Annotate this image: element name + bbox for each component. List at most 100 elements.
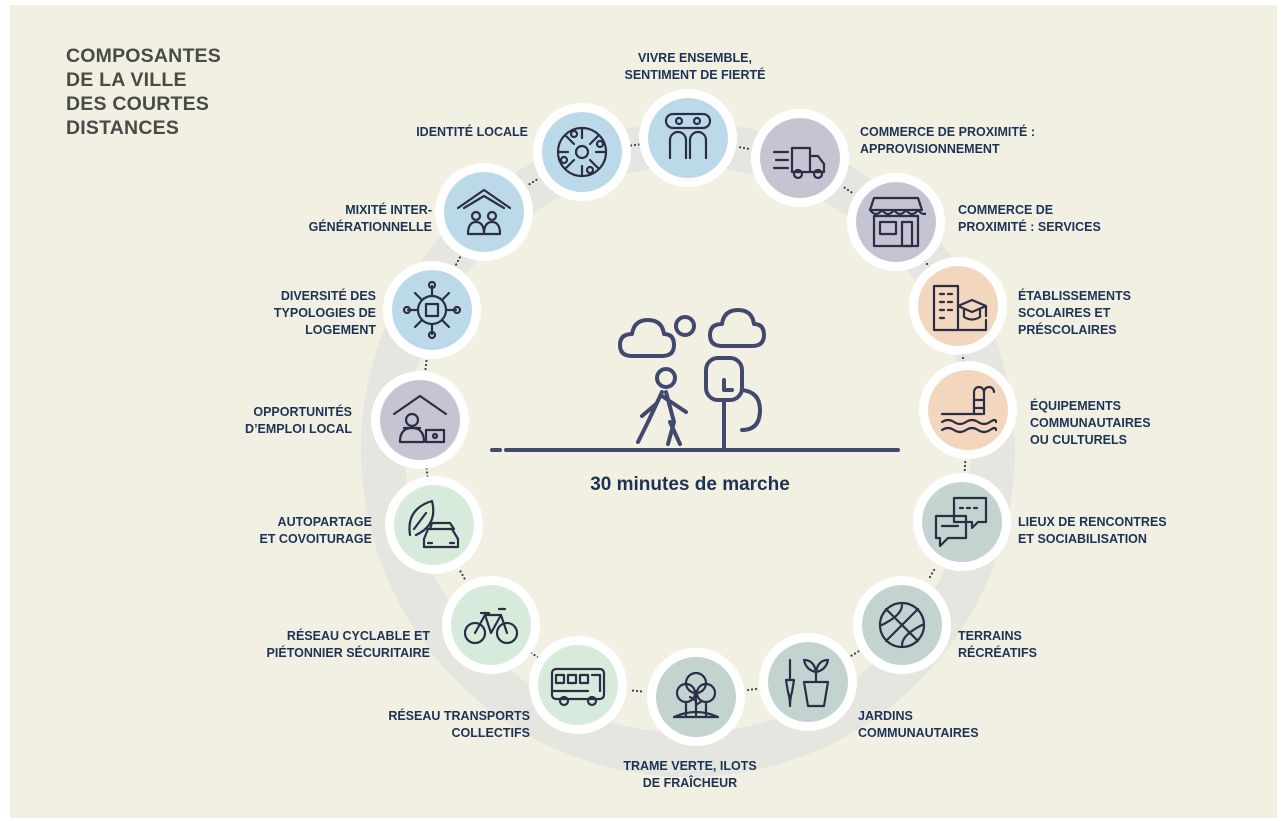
node-fill bbox=[451, 585, 531, 665]
trees-icon bbox=[672, 671, 720, 719]
label-commerce_appro: COMMERCE DE PROXIMITÉ : APPROVISIONNEMENT bbox=[860, 124, 1035, 158]
connector-dot bbox=[857, 650, 860, 653]
node-identite bbox=[533, 103, 631, 201]
connector-dot bbox=[746, 147, 750, 150]
delivery-truck-icon bbox=[772, 146, 826, 180]
node-transports bbox=[529, 636, 627, 734]
connector-dot bbox=[843, 186, 846, 189]
connector-dot bbox=[458, 256, 461, 259]
node-emploi bbox=[371, 371, 469, 469]
connector-dot bbox=[535, 178, 538, 182]
connector-dot bbox=[631, 689, 635, 692]
connector-dot bbox=[961, 356, 965, 360]
connector-dot bbox=[463, 577, 466, 580]
label-line: COMMERCE DE bbox=[958, 203, 1054, 217]
node-fill bbox=[394, 485, 474, 565]
node-fill bbox=[380, 380, 460, 460]
connector-dot bbox=[746, 688, 750, 692]
label-terrains: TERRAINS RÉCRÉATIFS bbox=[958, 628, 1037, 662]
node-jardins bbox=[759, 633, 857, 731]
node-autopartage bbox=[385, 476, 483, 574]
label-identite: IDENTITÉ LOCALE bbox=[340, 124, 528, 141]
node-diversite bbox=[383, 261, 481, 359]
basketball-icon bbox=[878, 601, 926, 649]
label-line: TYPOLOGIES DE bbox=[273, 306, 376, 320]
cloud-icon bbox=[708, 308, 766, 348]
leaf-car-icon bbox=[408, 499, 460, 549]
label-line: DIVERSITÉ DES bbox=[280, 289, 376, 303]
school-building-icon bbox=[932, 284, 988, 332]
housing-network-icon bbox=[402, 280, 462, 340]
label-line: ÉQUIPEMENTS bbox=[1030, 399, 1121, 413]
label-line: RÉCRÉATIFS bbox=[958, 646, 1037, 660]
node-fill bbox=[392, 270, 472, 350]
label-cyclable: RÉSEAU CYCLABLE ET PIÉTONNIER SÉCURITAIRE bbox=[230, 628, 430, 662]
title-line: COMPOSANTES bbox=[66, 45, 221, 67]
label-line: ET SOCIABILISATION bbox=[1018, 532, 1147, 546]
label-line: LIEUX DE RENCONTRES bbox=[1018, 515, 1167, 529]
connector-dot bbox=[639, 690, 643, 693]
label-mixite: MIXITÉ INTER-GÉNÉRATIONNELLE bbox=[220, 202, 432, 236]
label-line: AUTOPARTAGE bbox=[277, 515, 372, 529]
bicycle-icon bbox=[463, 607, 519, 645]
connector-dot bbox=[964, 460, 967, 464]
label-line: LOGEMENT bbox=[305, 323, 376, 337]
node-terrains bbox=[853, 576, 951, 674]
connector-dot bbox=[461, 573, 464, 577]
label-line: TRAME VERTE, ILOTS bbox=[623, 759, 757, 773]
connector-dot bbox=[850, 654, 853, 657]
label-line: SENTIMENT DE FIERTÉ bbox=[624, 68, 766, 82]
label-lieux: LIEUX DE RENCONTRES ET SOCIABILISATION bbox=[1018, 514, 1167, 548]
node-fill bbox=[928, 370, 1008, 450]
walking-figures-illustration bbox=[490, 308, 900, 452]
connector-dot bbox=[424, 367, 427, 371]
label-line: IDENTITÉ LOCALE bbox=[416, 125, 528, 139]
connector-dot bbox=[528, 182, 531, 186]
label-line: COMMERCE DE PROXIMITÉ : bbox=[860, 125, 1036, 139]
people-together-icon bbox=[664, 112, 712, 160]
node-cyclable bbox=[442, 576, 540, 674]
label-line: APPROVISIONNEMENT bbox=[860, 142, 1000, 156]
label-line: D’EMPLOI LOCAL bbox=[245, 422, 352, 436]
label-line: DE FRAÎCHEUR bbox=[642, 776, 738, 790]
node-fill bbox=[760, 118, 840, 198]
home-office-icon bbox=[392, 394, 448, 444]
connector-dot bbox=[963, 468, 966, 472]
label-line: COMMUNAUTAIRES bbox=[1030, 416, 1151, 430]
node-vivre bbox=[639, 89, 737, 187]
title-line: DE LA VILLE bbox=[66, 69, 187, 91]
center-caption: 30 minutes de marche bbox=[590, 474, 790, 495]
swimming-pool-icon bbox=[940, 385, 998, 434]
connector-dot bbox=[425, 471, 429, 474]
label-line: RÉSEAU TRANSPORTS bbox=[388, 709, 530, 723]
label-line: PIÉTONNIER SÉCURITAIRE bbox=[266, 646, 430, 660]
connector-dot bbox=[635, 689, 639, 693]
label-line: COMMUNAUTAIRES bbox=[858, 726, 979, 740]
walking-person-icon bbox=[636, 390, 688, 446]
storefront-icon bbox=[868, 196, 926, 248]
page-title: COMPOSANTES DE LA VILLE DES COURTES DIST… bbox=[66, 44, 286, 140]
label-line: ÉTABLISSEMENTS bbox=[1018, 289, 1131, 303]
connector-dot bbox=[424, 363, 428, 367]
label-line: MIXITÉ INTER- bbox=[345, 203, 432, 217]
node-mixite bbox=[435, 163, 533, 261]
puzzle-icon bbox=[556, 126, 608, 178]
node-etablissements bbox=[909, 257, 1007, 355]
connector-dot bbox=[738, 146, 742, 149]
connector-dot bbox=[750, 688, 754, 691]
node-commerce_appro bbox=[751, 109, 849, 207]
connector-dot bbox=[925, 262, 929, 266]
chat-bubbles-icon bbox=[934, 496, 988, 548]
label-line: RÉSEAU CYCLABLE ET bbox=[286, 629, 430, 643]
label-line: TERRAINS bbox=[958, 629, 1022, 643]
node-trame bbox=[647, 648, 745, 746]
connector-dot bbox=[531, 180, 535, 184]
label-line: SCOLAIRES ET bbox=[1018, 306, 1111, 320]
connector-dot bbox=[846, 188, 850, 192]
connector-dot bbox=[456, 259, 460, 263]
